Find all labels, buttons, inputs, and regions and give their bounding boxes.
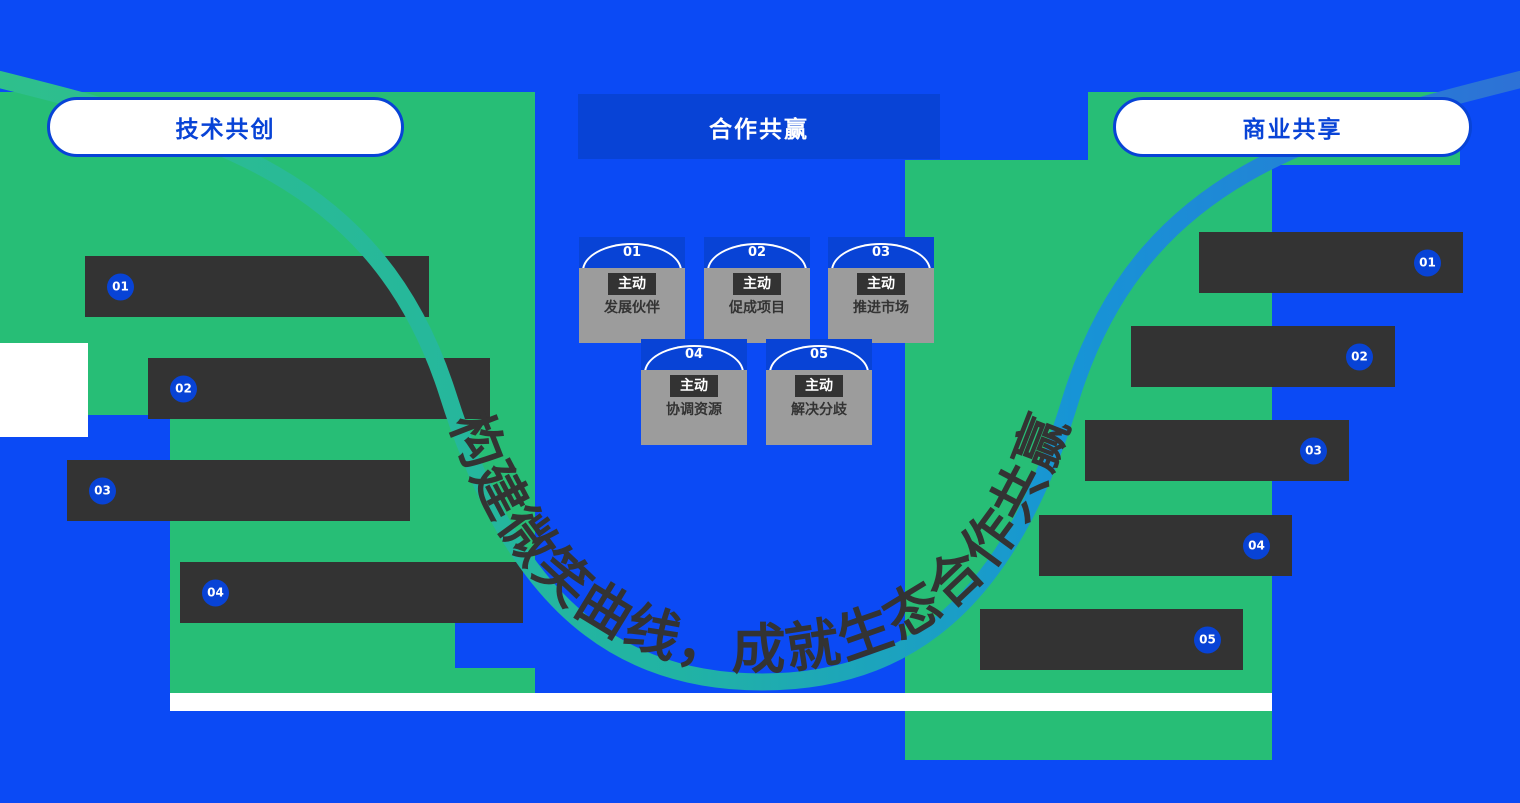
number-badge: 04 xyxy=(1243,532,1270,559)
action-card-header: 04 xyxy=(641,339,747,370)
action-card-header: 05 xyxy=(766,339,872,370)
card-number: 01 xyxy=(622,245,642,260)
right-item-box-4: 04 xyxy=(1039,515,1292,576)
action-card-5: 05 主动 解决分歧 xyxy=(766,339,872,445)
left-item-box-2: 02 xyxy=(148,358,490,419)
action-card-1: 01 主动 发展伙伴 xyxy=(579,237,685,343)
action-card-3: 03 主动 推进市场 xyxy=(828,237,934,343)
left-item-box-3: 03 xyxy=(67,460,410,521)
action-card-header: 02 xyxy=(704,237,810,268)
left-item-box-4: 04 xyxy=(180,562,523,623)
card-keyword: 主动 xyxy=(857,273,905,295)
card-keyword: 主动 xyxy=(670,375,718,397)
action-card-body: 主动 协调资源 xyxy=(641,370,747,445)
white-bottom-bar xyxy=(170,693,1272,711)
card-number: 05 xyxy=(809,347,829,362)
right-item-box-2: 02 xyxy=(1131,326,1395,387)
section-header-tech-label: 技术共创 xyxy=(175,117,276,143)
number-badge: 04 xyxy=(202,579,229,606)
action-card-body: 主动 发展伙伴 xyxy=(579,268,685,343)
card-number: 04 xyxy=(684,347,704,362)
number-badge: 03 xyxy=(1300,437,1327,464)
action-card-body: 主动 促成项目 xyxy=(704,268,810,343)
right-item-box-1: 01 xyxy=(1199,232,1463,293)
section-header-business-label: 商业共享 xyxy=(1242,117,1343,143)
action-card-2: 02 主动 促成项目 xyxy=(704,237,810,343)
action-card-4: 04 主动 协调资源 xyxy=(641,339,747,445)
action-card-header: 03 xyxy=(828,237,934,268)
right-item-box-3: 03 xyxy=(1085,420,1349,481)
card-keyword: 主动 xyxy=(733,273,781,295)
number-badge: 01 xyxy=(1414,249,1441,276)
card-keyword: 主动 xyxy=(795,375,843,397)
section-header-cooperation-label: 合作共赢 xyxy=(709,116,809,143)
card-number: 03 xyxy=(871,245,891,260)
card-number: 02 xyxy=(747,245,767,260)
white-notch-left xyxy=(0,343,88,437)
card-keyword: 主动 xyxy=(608,273,656,295)
number-badge: 02 xyxy=(1346,343,1373,370)
section-header-business: 商业共享 xyxy=(1113,97,1472,157)
card-action: 推进市场 xyxy=(853,300,909,316)
number-badge: 03 xyxy=(89,477,116,504)
section-header-cooperation: 合作共赢 xyxy=(578,94,940,159)
number-badge: 02 xyxy=(170,375,197,402)
card-action: 协调资源 xyxy=(666,402,722,418)
card-action: 促成项目 xyxy=(729,300,785,316)
right-item-box-5: 05 xyxy=(980,609,1243,670)
section-header-tech: 技术共创 xyxy=(47,97,404,157)
number-badge: 05 xyxy=(1194,626,1221,653)
card-action: 发展伙伴 xyxy=(604,300,660,316)
left-item-box-1: 01 xyxy=(85,256,429,317)
action-card-header: 01 xyxy=(579,237,685,268)
number-badge: 01 xyxy=(107,273,134,300)
action-card-body: 主动 推进市场 xyxy=(828,268,934,343)
card-action: 解决分歧 xyxy=(791,402,847,418)
action-card-body: 主动 解决分歧 xyxy=(766,370,872,445)
